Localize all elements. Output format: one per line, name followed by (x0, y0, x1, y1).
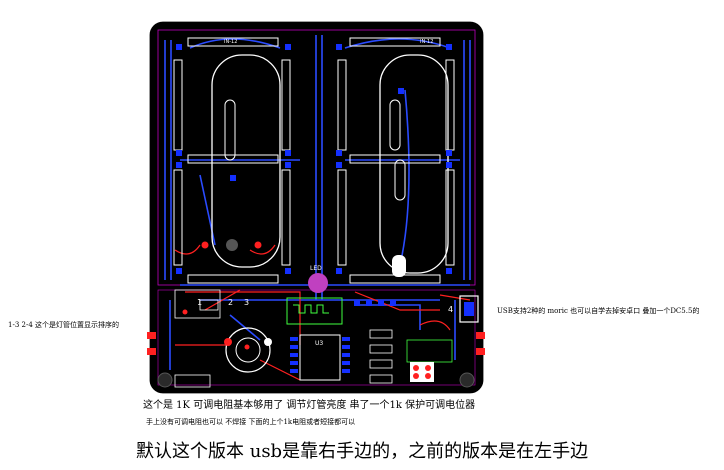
tube-footprint-left (211, 54, 281, 268)
tube-order-note: 1-3 2-4 这个是灯管位置显示排序的 (8, 321, 119, 329)
resistor-note: 手上没有可调电阻也可以 不焊接 下面的上个1k电阻或者短接都可以 (146, 418, 356, 426)
tube-label-4: 4 (448, 305, 453, 314)
tube-code-left: IN-12 (224, 39, 237, 45)
passive-components (174, 289, 393, 388)
usb-connector (459, 295, 479, 323)
blue-pads (176, 44, 452, 306)
mounting-holes (157, 372, 475, 388)
module-antenna (293, 304, 329, 314)
tube-label-3: 3 (244, 298, 249, 307)
potentiometer-footprint (224, 327, 272, 373)
tube-code-right: IN-12 (420, 39, 433, 45)
led-pad (308, 273, 328, 293)
potentiometer-note: 这个是 1K 可调电阻基本够用了 调节灯管亮度 串了一个1k 保护可调电位器 (143, 400, 476, 411)
chip-pins (290, 337, 350, 373)
red-pads (182, 241, 262, 350)
led-label: LED (310, 265, 322, 272)
usb-note: USB支持2种的 moric 也可以自学去掉安卓口 叠加一个DC5.5的 (497, 307, 700, 315)
tube-label-2: 2 (228, 298, 233, 307)
module-outline (286, 297, 343, 325)
pcb-layout: LED U3 1 2 3 4 IN-12 IN-12 (147, 20, 485, 395)
left-connector-pads (147, 332, 156, 355)
top-copper-traces (174, 244, 471, 381)
header-block (406, 339, 453, 382)
chip-u3 (299, 334, 341, 381)
chip-label: U3 (315, 340, 323, 347)
segment-pads (173, 37, 455, 284)
version-note: 默认这个版本 usb是靠右手边的，之前的版本是在左手边 (136, 441, 589, 462)
right-connector-pads (476, 332, 485, 355)
tube-label-1: 1 (197, 298, 202, 307)
